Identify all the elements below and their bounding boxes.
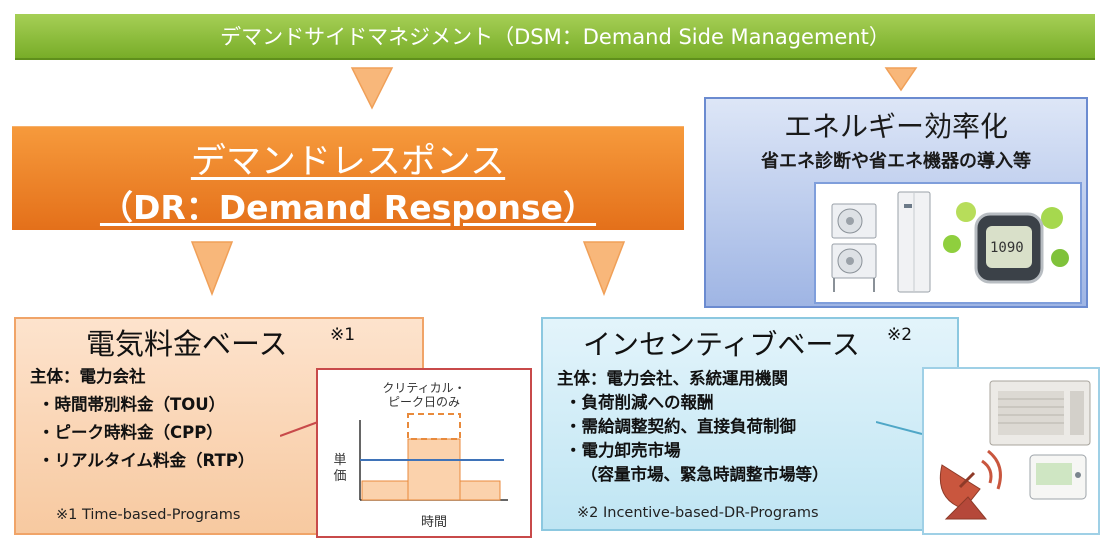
outdoor-unit-icon xyxy=(831,203,877,292)
incentive-based-title: インセンティブベース xyxy=(583,328,860,361)
connector-line xyxy=(280,421,319,437)
list-item: ・ピーク時料金（CPP） xyxy=(38,423,223,442)
incentive-based-owner: 主体：電力会社、系統運用機関 xyxy=(557,369,788,388)
rate-based-note-mark: ※1 xyxy=(330,325,356,345)
incentive-based-note-mark: ※2 xyxy=(887,325,913,345)
air-conditioner-icon xyxy=(989,380,1091,446)
off-peak-bar xyxy=(361,480,409,501)
critical-peak-pricing-chart: クリティカル・ ピーク日のみ 単 価 時間 xyxy=(316,368,532,538)
rate-based-footnote: ※1 Time-based-Programs xyxy=(56,507,241,523)
y-axis-label-line1: 単 xyxy=(333,452,346,468)
heat-pump-tank-icon xyxy=(897,191,931,293)
energy-efficient-equipment-photo: 1090 xyxy=(814,182,1082,304)
list-item: ・電力卸売市場 xyxy=(565,441,681,460)
list-item: ・リアルタイム料金（RTP） xyxy=(38,451,255,470)
chart-annotation-line2: ピーク日のみ xyxy=(388,395,460,409)
list-item: ・時間帯別料金（TOU） xyxy=(38,395,226,414)
dr-title: デマンドレスポンス xyxy=(190,142,506,182)
thermostat-icon xyxy=(1029,454,1087,500)
chart-annotation-line1: クリティカル・ xyxy=(382,381,465,395)
incentive-based-block: インセンティブベース ※2 主体：電力会社、系統運用機関 ・負荷削減への報酬 ・… xyxy=(541,317,959,531)
dsm-banner: デマンドサイドマネジメント（DSM：Demand Side Management… xyxy=(15,14,1095,60)
connector-line xyxy=(876,421,923,435)
incentive-based-footnote: ※2 Incentive-based-DR-Programs xyxy=(577,505,819,521)
demand-control-equipment-photo xyxy=(922,367,1100,535)
list-item: ・負荷削減への報酬 xyxy=(565,393,714,412)
energy-efficiency-title: エネルギー効率化 xyxy=(783,110,1008,143)
arrow-down-icon xyxy=(190,241,234,296)
arrow-down-icon xyxy=(582,241,626,296)
arrow-down-icon xyxy=(350,67,394,110)
critical-peak-bar xyxy=(407,438,461,501)
list-item: ・需給調整契約、直接負荷制御 xyxy=(565,417,796,436)
dr-subtitle: （DR：Demand Response） xyxy=(99,188,597,227)
arrow-down-icon xyxy=(884,67,918,92)
y-axis-label-line2: 価 xyxy=(333,469,346,484)
rate-based-block: 電気料金ベース ※1 主体：電力会社 ・時間帯別料金（TOU） ・ピーク時料金（… xyxy=(14,317,424,535)
critical-peak-dashed-box xyxy=(407,413,461,440)
dsm-banner-label: デマンドサイドマネジメント（DSM：Demand Side Management… xyxy=(220,25,890,49)
list-item-detail: （容量市場、緊急時調整市場等） xyxy=(581,465,829,484)
rate-based-owner: 主体：電力会社 xyxy=(30,367,146,386)
energy-efficiency-subtitle: 省エネ診断や省エネ機器の導入等 xyxy=(761,151,1031,172)
satellite-dish-icon xyxy=(939,449,1002,520)
smart-meter-icon: 1090 xyxy=(943,202,1069,284)
demand-response-block: デマンドレスポンス （DR：Demand Response） xyxy=(12,126,684,230)
off-peak-bar xyxy=(459,480,501,501)
rate-based-title: 電気料金ベース xyxy=(86,327,288,361)
x-axis-label: 時間 xyxy=(421,515,447,530)
svg-text:1090: 1090 xyxy=(990,240,1024,256)
